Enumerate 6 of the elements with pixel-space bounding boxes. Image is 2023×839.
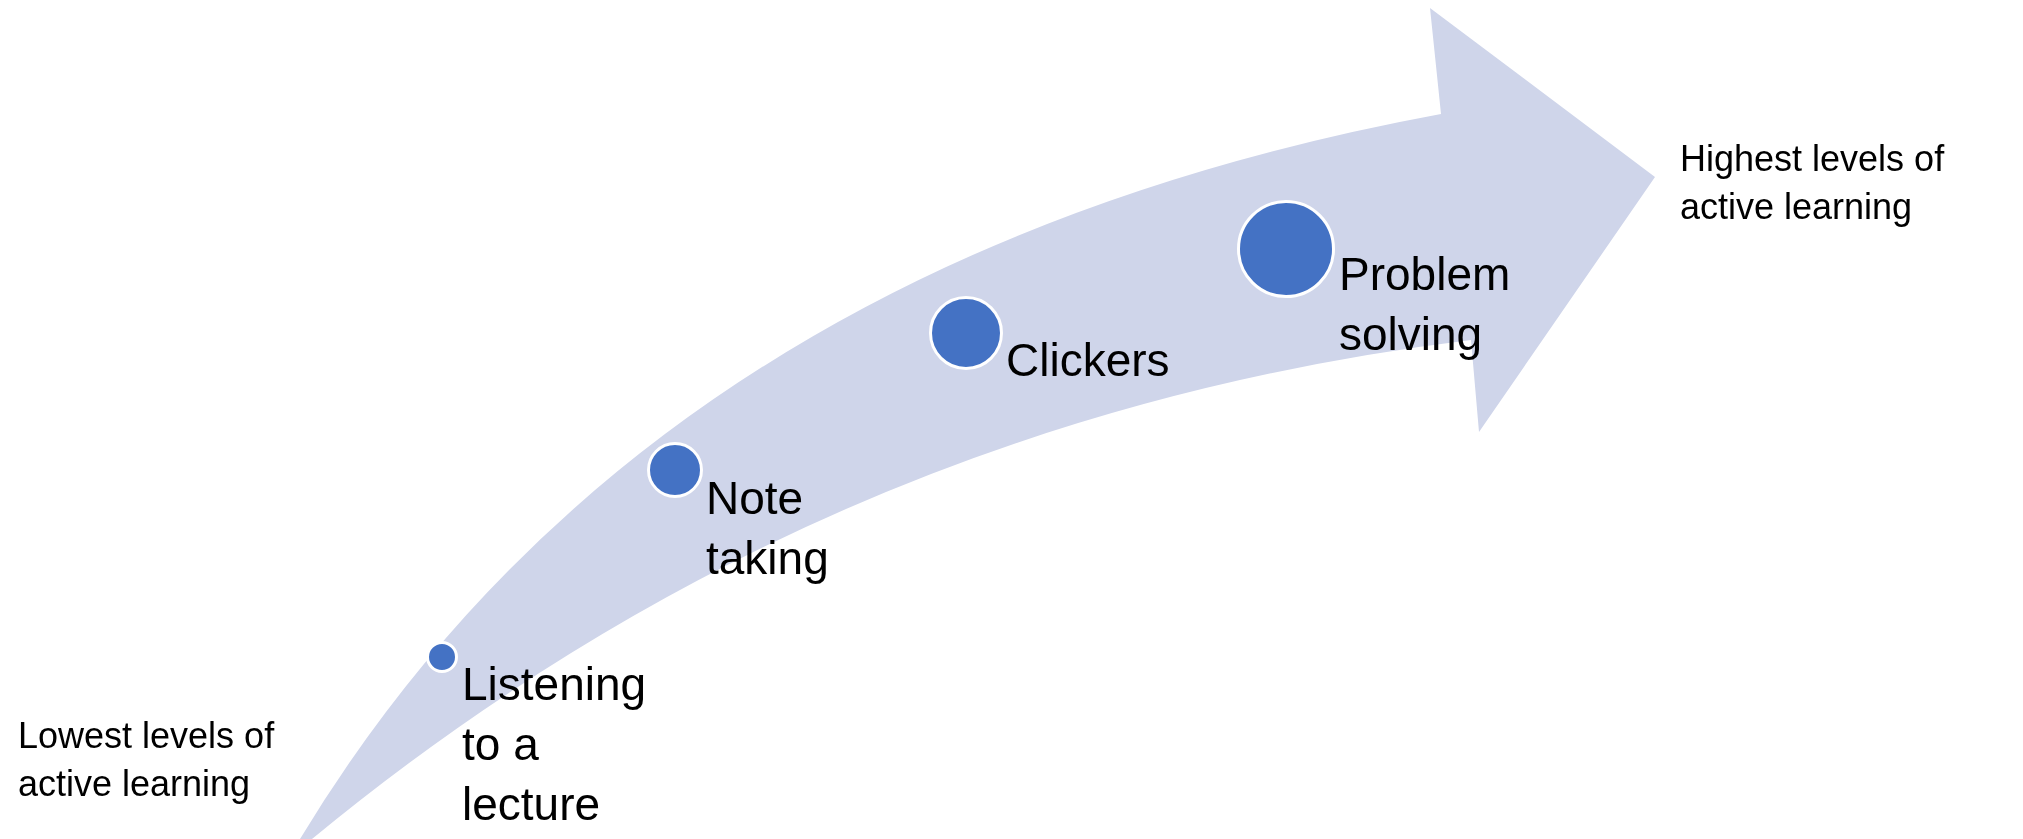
scale-end-label: Highest levels of active learning [1680, 137, 1946, 229]
step-label: Listening to a lecture [462, 657, 648, 832]
step-label: Problem solving [1339, 247, 1512, 362]
step-label: Clickers [1006, 333, 1171, 388]
scale-end-label: Lowest levels of active learning [18, 714, 276, 806]
step-label: Note taking [706, 471, 830, 586]
